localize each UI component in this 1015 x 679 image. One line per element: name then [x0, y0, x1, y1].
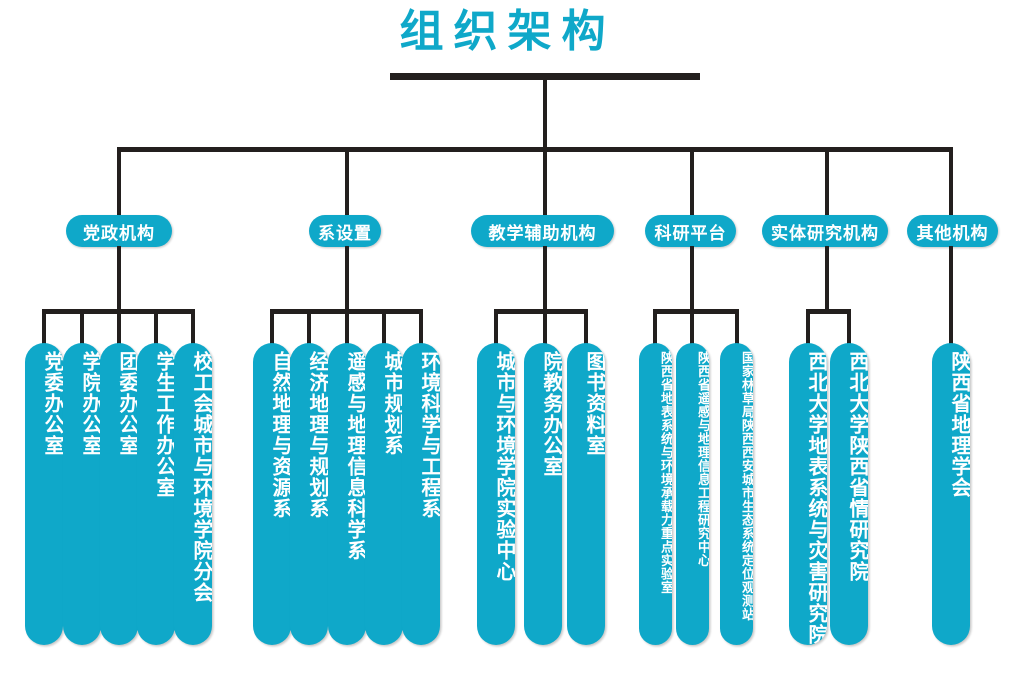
title-underline: [390, 73, 700, 80]
group-5-drop-1: [806, 309, 810, 345]
leaf-bar[interactable]: 党委办公室: [25, 343, 63, 645]
group-5-bus: [806, 309, 851, 314]
leaf-bar[interactable]: 团委办公室: [100, 343, 138, 645]
leaf-bar[interactable]: 院教务办公室: [524, 343, 562, 645]
leaf-bar[interactable]: 学院办公室: [63, 343, 101, 645]
bus-drop-3: [543, 147, 547, 217]
leaf-label: 经济地理与规划系: [306, 351, 328, 519]
leaf-bar[interactable]: 图书资料室: [567, 343, 605, 645]
group-pill-jiaoxuefuzhujigou[interactable]: 教学辅助机构: [471, 215, 614, 247]
group-pill-label: 系设置: [318, 223, 372, 244]
group-2-stem: [345, 246, 349, 312]
group-2-drop-2: [307, 309, 311, 345]
leaf-bar[interactable]: 遥感与地理信息科学系: [328, 343, 366, 645]
group-1-drop-5: [191, 309, 195, 345]
group-3-drop-2: [543, 309, 547, 345]
leaf-label: 陕西省地表系统与环境承载力重点实验室: [658, 351, 672, 594]
group-3-drop-3: [584, 309, 588, 345]
leaf-bar[interactable]: 自然地理与资源系: [253, 343, 291, 645]
group-pill-dangzhengjigou[interactable]: 党政机构: [66, 215, 172, 247]
leaf-bar[interactable]: 经济地理与规划系: [290, 343, 328, 645]
group-4-drop-3: [735, 309, 739, 345]
bus-drop-6: [949, 147, 953, 217]
leaf-label: 城市与环境学院实验中心: [493, 351, 515, 582]
bus-drop-5: [825, 147, 829, 217]
group-2-drop-4: [382, 309, 386, 345]
group-4-drop-2: [690, 309, 694, 345]
leaf-bar[interactable]: 环境科学与工程系: [402, 343, 440, 645]
group-1-drop-2: [80, 309, 84, 345]
group-2-drop-5: [419, 309, 423, 345]
group-2-drop-3: [345, 309, 349, 345]
main-bus: [117, 147, 953, 152]
leaf-bar[interactable]: 国家林草局陕西西安城市生态系统定位观测站: [720, 343, 753, 645]
group-1-drop-3: [117, 309, 121, 345]
group-pill-keyanpingtai[interactable]: 科研平台: [645, 215, 736, 247]
group-pill-label: 实体研究机构: [771, 223, 879, 244]
leaf-label: 学院办公室: [79, 351, 101, 456]
group-pill-label: 科研平台: [654, 223, 727, 244]
page-title: 组织架构: [399, 6, 616, 57]
leaf-label: 学生工作办公室: [153, 351, 175, 498]
group-5-stem: [825, 246, 829, 312]
leaf-label: 党委办公室: [41, 351, 63, 456]
group-pill-label: 教学辅助机构: [488, 223, 597, 244]
group-pill-xishezhi[interactable]: 系设置: [309, 215, 381, 247]
leaf-label: 校工会城市与环境学院分会: [190, 351, 212, 603]
group-pill-label: 党政机构: [83, 223, 155, 244]
bus-drop-2: [345, 147, 349, 217]
leaf-label: 国家林草局陕西西安城市生态系统定位观测站: [739, 351, 753, 621]
leaf-bar[interactable]: 陕西省遥感与地理信息工程研究中心: [676, 343, 709, 645]
leaf-bar[interactable]: 西北大学地表系统与灾害研究院: [789, 343, 827, 645]
group-3-stem: [543, 246, 547, 312]
leaf-bar[interactable]: 陕西省地理学会: [932, 343, 970, 645]
bus-drop-4: [690, 147, 694, 217]
group-6-stem: [949, 246, 953, 345]
leaf-label: 自然地理与资源系: [269, 351, 291, 519]
group-4-drop-1: [653, 309, 657, 345]
leaf-label: 城市规划系: [381, 351, 403, 456]
group-pill-qitajigou[interactable]: 其他机构: [907, 215, 998, 247]
leaf-label: 环境科学与工程系: [418, 351, 440, 519]
leaf-bar[interactable]: 城市与环境学院实验中心: [477, 343, 515, 645]
group-4-stem: [690, 246, 694, 312]
group-pill-shitiyanjiujigou[interactable]: 实体研究机构: [762, 215, 888, 247]
leaf-bar[interactable]: 城市规划系: [365, 343, 403, 645]
leaf-label: 院教务办公室: [540, 351, 562, 477]
leaf-label: 遥感与地理信息科学系: [344, 351, 366, 561]
leaf-bar[interactable]: 西北大学陕西省情研究院: [830, 343, 868, 645]
group-3-bus: [494, 309, 588, 314]
leaf-label: 图书资料室: [583, 351, 605, 456]
leaf-bar[interactable]: 校工会城市与环境学院分会: [174, 343, 212, 645]
leaf-label: 西北大学陕西省情研究院: [846, 351, 868, 582]
group-2-drop-1: [270, 309, 274, 345]
group-4-bus: [653, 309, 739, 314]
root-trunk: [543, 79, 547, 149]
leaf-label: 西北大学地表系统与灾害研究院: [805, 351, 827, 645]
group-pill-label: 其他机构: [916, 223, 989, 244]
leaf-label: 陕西省地理学会: [948, 351, 970, 498]
leaf-bar[interactable]: 陕西省地表系统与环境承载力重点实验室: [639, 343, 672, 645]
leaf-label: 陕西省遥感与地理信息工程研究中心: [695, 351, 709, 567]
leaf-bar[interactable]: 学生工作办公室: [137, 343, 175, 645]
group-1-drop-4: [154, 309, 158, 345]
bus-drop-1: [117, 147, 121, 217]
group-1-drop-1: [42, 309, 46, 345]
leaf-label: 团委办公室: [116, 351, 138, 456]
group-5-drop-2: [847, 309, 851, 345]
group-3-drop-1: [494, 309, 498, 345]
group-1-stem: [117, 246, 121, 312]
